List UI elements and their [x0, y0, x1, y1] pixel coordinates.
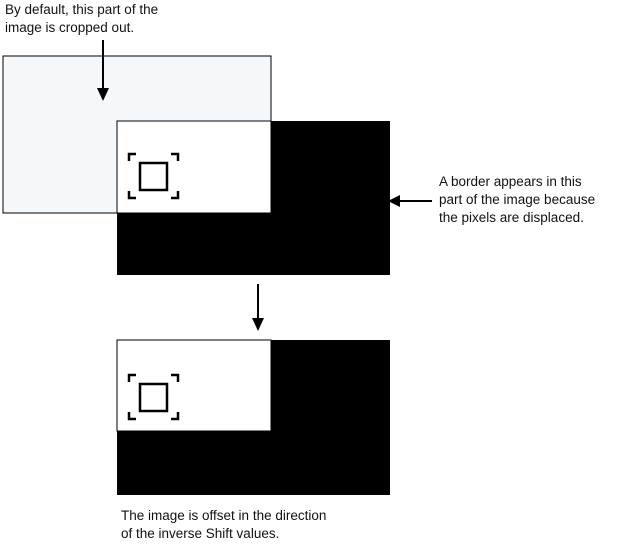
image-area-top	[116, 120, 272, 214]
down-arrow-icon	[97, 40, 109, 101]
image-area-bottom	[116, 339, 272, 432]
left-arrow-icon	[388, 195, 432, 207]
offset-annotation: The image is offset in the direction of …	[121, 508, 327, 541]
border-annotation: A border appears in this part of the ima…	[439, 174, 596, 225]
crop-frame-icon	[127, 152, 180, 200]
cropped-annotation: By default, this part of the image is cr…	[5, 2, 159, 35]
down-arrow-icon	[252, 284, 264, 331]
crop-frame-icon	[127, 373, 180, 421]
